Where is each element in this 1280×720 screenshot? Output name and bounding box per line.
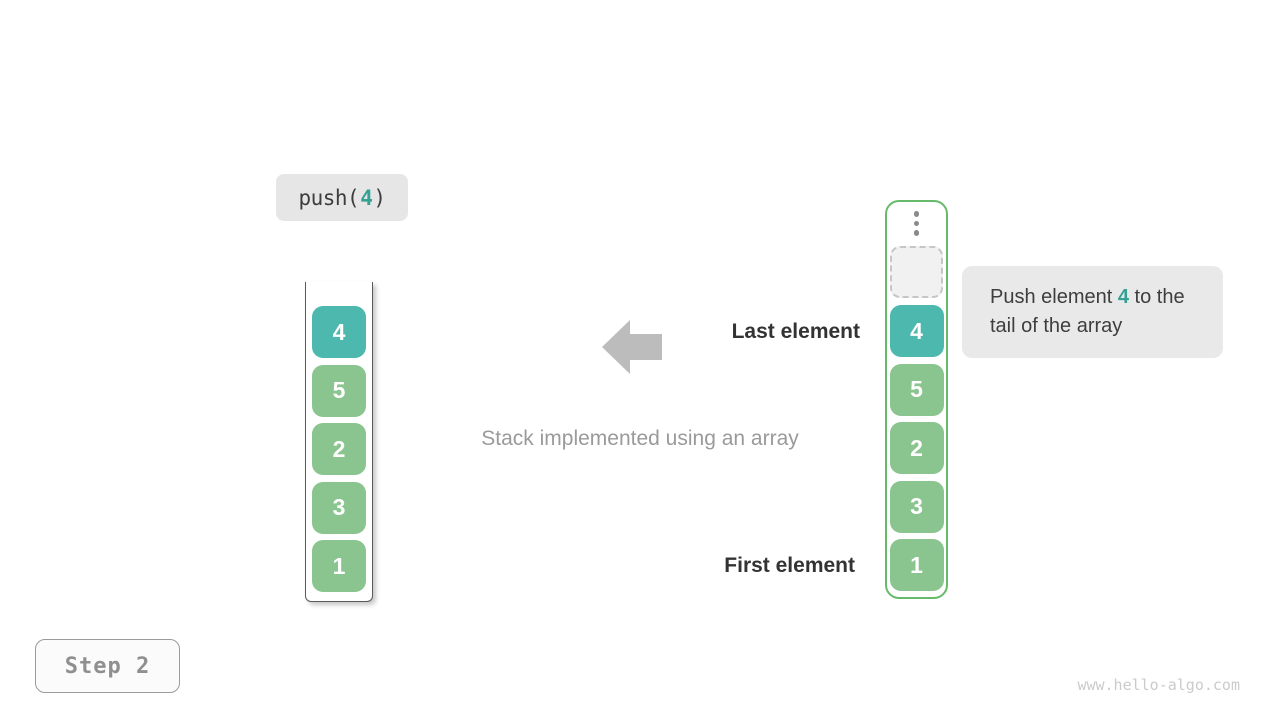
last-element-label: Last element (731, 320, 860, 343)
tooltip-text: Push element 4 to the tail of the array (990, 283, 1195, 341)
array-cell: 5 (889, 363, 944, 416)
stack-cell: 3 (312, 481, 366, 534)
operation-prefix: push( (298, 185, 360, 210)
array-cell: 2 (889, 422, 944, 474)
tooltip-value: 4 (1117, 286, 1129, 308)
array-container: 4 5 2 3 1 (885, 200, 948, 599)
step-badge: Step 2 (35, 639, 180, 693)
vertical-dots-icon (913, 210, 920, 237)
empty-slot (890, 246, 943, 298)
array-cells: 4 5 2 3 1 (889, 305, 944, 591)
push-operation-label: push(4) (276, 174, 408, 221)
array-cell: 4 (889, 305, 944, 357)
left-arrow-icon (602, 320, 662, 374)
operation-suffix: ) (373, 185, 386, 210)
stack-cell: 5 (312, 364, 366, 417)
array-cell: 3 (889, 480, 944, 533)
stack-container: 4 5 2 3 1 (305, 282, 373, 602)
array-cell: 1 (889, 539, 944, 591)
tooltip-text-before: Push element (990, 286, 1118, 308)
tooltip-text-after: to the tail of the array (990, 286, 1185, 337)
stack-cell: 2 (312, 423, 366, 475)
operation-arg: 4 (360, 185, 373, 210)
stack-cell: 4 (312, 306, 366, 358)
stack-cell: 1 (312, 540, 366, 592)
first-element-label: First element (724, 554, 855, 577)
watermark: www.hello-algo.com (1077, 676, 1240, 694)
caption-text: Stack implemented using an array (481, 427, 799, 450)
tooltip: Push element 4 to the tail of the array (962, 266, 1223, 358)
